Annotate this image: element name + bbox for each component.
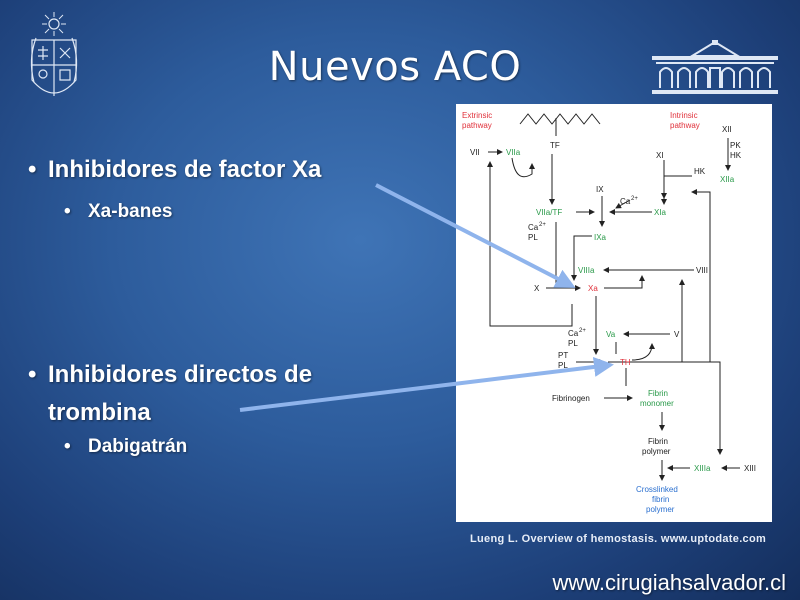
bullet-text: Inhibidores directos de trombina bbox=[48, 361, 313, 426]
factor-label: TH bbox=[620, 358, 631, 367]
bullet-dot: • bbox=[64, 436, 71, 457]
bullet-dot: • bbox=[64, 201, 71, 222]
factor-label: fibrin bbox=[652, 495, 669, 504]
factor-label: monomer bbox=[640, 399, 674, 408]
factor-label: VIII bbox=[696, 266, 708, 275]
bullet-item: • Inhibidores directos de trombina bbox=[28, 356, 408, 432]
factor-label: XIIIa bbox=[694, 464, 711, 473]
factor-label: XII bbox=[722, 125, 732, 134]
source-caption: Lueng L. Overview of hemostasis. www.upt… bbox=[470, 533, 767, 545]
bullet-dot: • bbox=[28, 361, 37, 388]
factor-label: Crosslinked bbox=[636, 485, 678, 494]
extrinsic-label: Extrinsic bbox=[462, 111, 492, 120]
slide-title: Nuevos ACO bbox=[268, 44, 522, 90]
factor-label: VIIa bbox=[506, 148, 521, 157]
factor-label: V bbox=[674, 330, 680, 339]
factor-label: Fibrin bbox=[648, 389, 668, 398]
factor-label: XIIa bbox=[720, 175, 735, 184]
factor-label: XI bbox=[656, 151, 664, 160]
bullet-text: Inhibidores de factor Xa bbox=[48, 156, 322, 183]
factor-label: PL bbox=[558, 361, 568, 370]
factor-label: VIIIa bbox=[578, 266, 595, 275]
factor-label: PL bbox=[568, 339, 578, 348]
bullet-dot: • bbox=[28, 156, 37, 183]
sub-bullet-item: • Dabigatrán bbox=[64, 436, 188, 458]
hospital-building-logo bbox=[652, 40, 778, 96]
factor-label: VII bbox=[470, 148, 480, 157]
factor-label: Xa bbox=[588, 284, 598, 293]
factor-label: PK bbox=[730, 141, 741, 150]
university-seal-logo bbox=[26, 10, 82, 110]
factor-label: XIa bbox=[654, 208, 667, 217]
intrinsic-label: Intrinsic bbox=[670, 111, 698, 120]
sub-bullet-text: Xa-banes bbox=[88, 201, 173, 222]
factor-label: TF bbox=[550, 141, 560, 150]
sub-bullet-item: • Xa-banes bbox=[64, 201, 173, 223]
factor-label: Fibrinogen bbox=[552, 394, 590, 403]
factor-label: Ca bbox=[620, 197, 631, 206]
factor-label: PL bbox=[528, 233, 538, 242]
sub-bullet-text: Dabigatrán bbox=[88, 436, 188, 457]
bullet-item: • Inhibidores de factor Xa bbox=[28, 156, 322, 184]
factor-label: X bbox=[534, 284, 540, 293]
coagulation-cascade-diagram: Extrinsic pathway Intrinsic pathway VII … bbox=[456, 104, 772, 522]
extrinsic-label: pathway bbox=[462, 121, 492, 130]
factor-label: Va bbox=[606, 330, 616, 339]
intrinsic-label: pathway bbox=[670, 121, 700, 130]
factor-label: HK bbox=[694, 167, 706, 176]
factor-label: PT bbox=[558, 351, 568, 360]
factor-label: 2+ bbox=[631, 196, 638, 202]
factor-label: IXa bbox=[594, 233, 607, 242]
factor-label: polymer bbox=[646, 505, 675, 514]
website-url: www.cirugiahsalvador.cl bbox=[552, 570, 786, 595]
factor-label: Fibrin bbox=[648, 437, 668, 446]
factor-label: IX bbox=[596, 185, 604, 194]
factor-label: 2+ bbox=[579, 328, 586, 334]
factor-label: polymer bbox=[642, 447, 671, 456]
factor-label: XIII bbox=[744, 464, 756, 473]
factor-label: 2+ bbox=[539, 222, 546, 228]
factor-label: HK bbox=[730, 151, 742, 160]
factor-label: Ca bbox=[528, 223, 539, 232]
factor-label: VIIa/TF bbox=[536, 208, 562, 217]
factor-label: Ca bbox=[568, 329, 579, 338]
